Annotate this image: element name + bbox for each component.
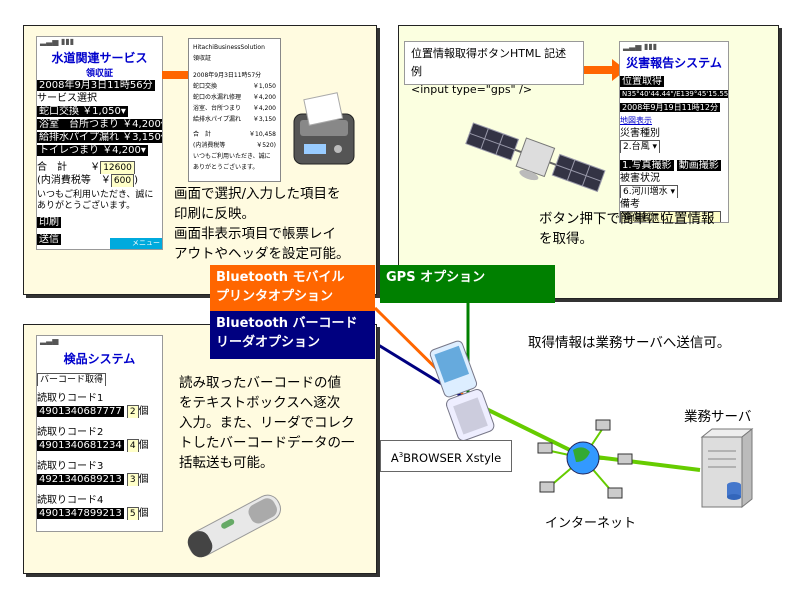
phone-subtitle: 領収証 <box>85 69 113 79</box>
qty-field[interactable]: 2 <box>126 405 139 418</box>
location-date: 2008年9月19日11時12分 <box>620 103 720 112</box>
receipt-thanks: いつもご利用いただき、誠にありがとうございます。 <box>193 153 271 171</box>
receipt-header: HitachiBusinessSolution <box>193 44 265 51</box>
thanks-text: いつもご利用いただき、誠にありがとうございます。 <box>37 190 154 211</box>
printer-panel: ▂▃▅ ▮▮▮ 水道関連サービス 領収証 2008年9月3日11時56分 サービ… <box>23 25 377 295</box>
phone-title: 検品システム <box>63 352 136 366</box>
barcode-option-label: Bluetooth バーコード リーダオプション <box>210 311 375 359</box>
internet-label: インターネット <box>545 516 637 531</box>
code-sample-title: 位置情報取得ボタンHTML 記述例 <box>411 47 567 78</box>
receipt-title: 領収証 <box>193 55 212 62</box>
barcode-label: 読取りコード3 <box>37 461 104 472</box>
orange-arrow-icon <box>584 59 626 81</box>
code-sample: <input type="gps" /> <box>411 83 533 96</box>
barcode-value: 4901340687777 <box>37 406 124 417</box>
phone-status-bar: ▂▃▅ <box>40 336 59 345</box>
send-note: 取得情報は業務サーバへ送信可。 <box>528 335 731 351</box>
receipt-date-print: 2008年9月3日11時57分 <box>193 72 262 79</box>
damage-status-select[interactable]: 6.河川増水 ▾ <box>620 185 678 198</box>
total-label: 合 計 <box>37 162 67 173</box>
service-section-label: サービス選択 <box>37 93 97 104</box>
barcode-get-button[interactable]: バーコード取得 <box>37 373 107 386</box>
receipt-line: 蛇口交換 ￥1,050 <box>193 83 276 90</box>
service-item[interactable]: 給排水パイプ漏れ ￥3,150▾ <box>37 131 162 144</box>
disaster-phone-screen: ▂▃▅ ▮▮▮ 災害報告システム 位置取得 N35°40'44.44"/E139… <box>619 41 729 223</box>
menu-softkey[interactable]: メニュー <box>110 238 162 249</box>
phone-status-bar: ▂▃▅ ▮▮▮ <box>40 37 75 46</box>
tax-field[interactable]: 600 <box>110 174 135 187</box>
photo-button[interactable]: 1.写真撮影 <box>620 160 674 171</box>
phone-title: 災害報告システム <box>626 56 722 70</box>
total-field[interactable]: 12600 <box>100 161 135 174</box>
internet-globe-icon <box>537 419 633 499</box>
barcode-label: 読取りコード4 <box>37 495 104 506</box>
video-button[interactable]: 動画撮影 <box>676 160 721 171</box>
tax-label: (内消費税等 <box>37 175 91 186</box>
qty-field[interactable]: 4 <box>126 439 139 452</box>
server-line <box>579 453 701 472</box>
code-sample-box: 位置情報取得ボタンHTML 記述例 <input type="gps" /> <box>404 41 584 96</box>
barcode-value: 4921340689213 <box>37 474 124 485</box>
server-icon <box>700 427 754 509</box>
inspection-phone-screen: ▂▃▅ 検品システム バーコード取得 読取りコード1 4901340687777… <box>36 335 163 532</box>
damage-status-label: 被害状況 <box>620 173 660 184</box>
receipt-date: 2008年9月3日11時56分 <box>37 80 155 91</box>
printer-description: 画面で選択/入力した項目を 印刷に反映。 画面非表示項目で帳票レイ アウトやヘッ… <box>174 186 350 262</box>
service-item[interactable]: 浴室 台所つまり ￥4,200▾ <box>37 118 162 131</box>
gps-panel: 位置情報取得ボタンHTML 記述例 <input type="gps" /> ▂… <box>398 25 779 299</box>
print-button[interactable]: 印刷 <box>37 217 61 228</box>
receipt-line: 蛇口の水漏れ修理 ￥4,200 <box>193 94 276 101</box>
barcode-value: 4901340681234 <box>37 440 124 451</box>
qty-field[interactable]: 5 <box>126 507 139 520</box>
disaster-type-select[interactable]: 2.台風 ▾ <box>620 140 660 153</box>
server-label: 業務サーバ <box>684 409 752 425</box>
service-item[interactable]: トイレつまり ￥4,200▾ <box>37 145 148 156</box>
receipt-phone-screen: ▂▃▅ ▮▮▮ 水道関連サービス 領収証 2008年9月3日11時56分 サービ… <box>36 36 163 250</box>
qty-field[interactable]: 3 <box>126 473 139 486</box>
map-link[interactable]: 地図表示 <box>620 116 652 125</box>
receipt-total: 合 計 ￥10,458 <box>193 131 276 138</box>
browser-label: A3BROWSER Xstyle <box>380 440 512 472</box>
send-button[interactable]: 送信 <box>37 531 61 532</box>
barcode-reader-icon <box>187 494 281 558</box>
receipt-line: 浴室、台所つまり ￥4,200 <box>193 105 276 112</box>
gps-option-label: GPS オプション <box>380 265 555 303</box>
notes-label: 備考 <box>620 199 640 210</box>
coordinates: N35°40'44.44"/E139°45'15.55" <box>620 90 728 98</box>
printer-option-label: Bluetooth モバイル プリンタオプション <box>210 265 375 311</box>
barcode-label: 読取りコード1 <box>37 393 104 404</box>
disaster-type-label: 災害種別 <box>620 128 660 139</box>
receipt-tax: (内消費税等 ￥520) <box>193 142 276 149</box>
service-item[interactable]: 蛇口交換 ￥1,050▾ <box>37 106 128 117</box>
gps-description: ボタン押下で簡単に位置情報 を取得。 <box>539 211 715 247</box>
mobile-printer-icon <box>293 92 355 165</box>
send-button[interactable]: 送信 <box>37 234 61 245</box>
phone-title: 水道関連サービス <box>51 51 148 65</box>
barcode-value: 4901347899213 <box>37 508 124 519</box>
barcode-description: 読み取ったバーコードの値 をテキストボックスへ逐次 入力。また、リーダでコレク … <box>179 375 355 471</box>
phone-status-bar: ▂▃▅ ▮▮▮ <box>623 42 658 51</box>
barcode-panel: ▂▃▅ 検品システム バーコード取得 読取りコード1 4901340687777… <box>23 324 377 574</box>
location-button[interactable]: 位置取得 <box>620 76 664 87</box>
notes-field[interactable]: 負傷者無し <box>620 211 721 222</box>
mobile-phone-icon <box>429 340 495 442</box>
gps-satellite-icon <box>465 122 606 193</box>
barcode-label: 読取りコード2 <box>37 427 104 438</box>
receipt-line: 給排水パイプ漏れ ￥3,150 <box>193 116 276 123</box>
printed-receipt: HitachiBusinessSolution 領収証 2008年9月3日11時… <box>188 38 281 182</box>
